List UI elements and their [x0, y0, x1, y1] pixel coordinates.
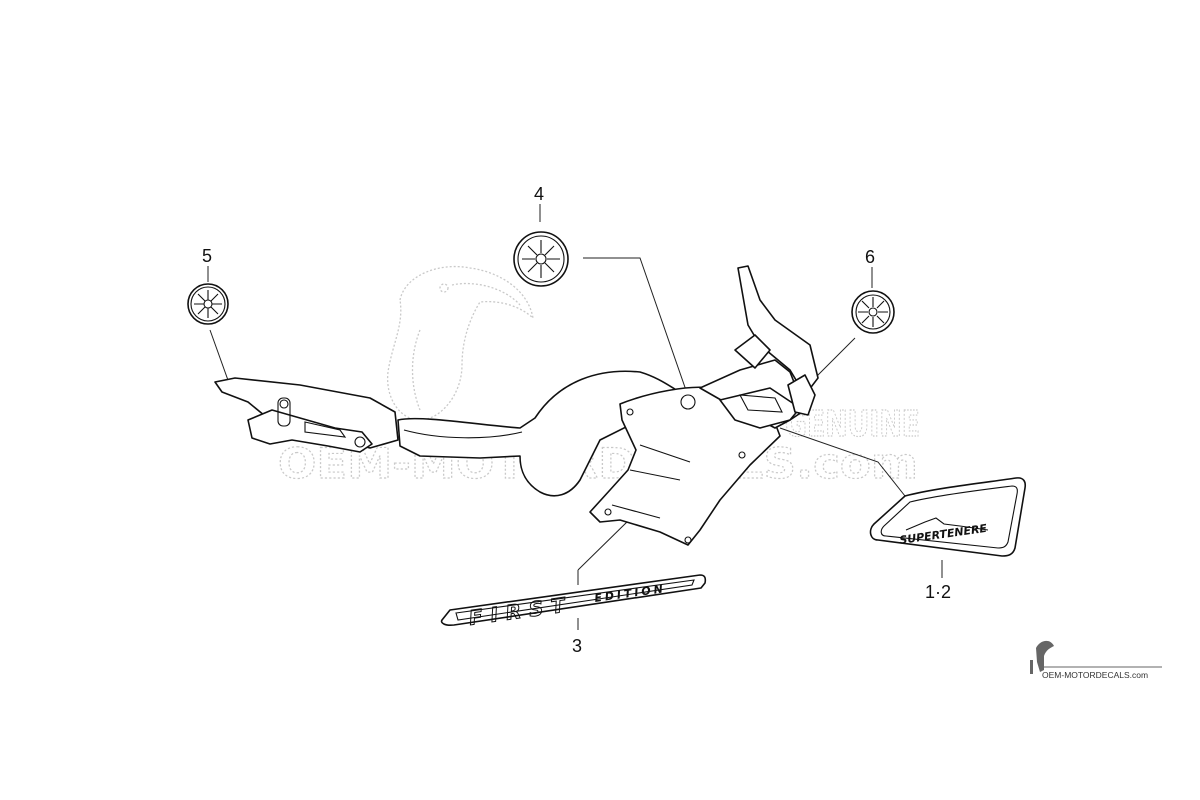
callout-5: 5 — [202, 246, 212, 266]
watermark-main-text: OEM-MOTORDECALS.com — [278, 439, 918, 488]
emblem-6[interactable] — [851, 290, 895, 334]
callout-3: 3 — [572, 636, 582, 656]
leader-6 — [812, 337, 856, 381]
watermark: OEM-MOTORDECALS.com GENUINE — [277, 265, 921, 489]
leader-1-2 — [779, 427, 906, 497]
callout-labels: 5 4 6 1·2 3 — [202, 184, 951, 656]
first-text: FIRST — [467, 592, 574, 630]
emblem-5[interactable] — [187, 283, 229, 325]
parrot-icon — [1030, 640, 1054, 674]
motorcycle-body-assembly — [214, 265, 819, 546]
footer-logo: OEM-MOTORDECALS.com — [1030, 640, 1162, 680]
decal-super-tenere[interactable]: SUPERTENERE — [869, 477, 1027, 557]
seat — [397, 370, 681, 497]
decal-first-edition[interactable]: FIRST EDITION — [440, 574, 707, 630]
footer-logo-text: OEM-MOTORDECALS.com — [1042, 670, 1148, 680]
headlight-cover — [787, 374, 816, 416]
watermark-bird-logo — [386, 265, 534, 421]
tuning-fork-icon — [522, 240, 560, 278]
emblem-4[interactable] — [513, 231, 569, 287]
callout-4: 4 — [534, 184, 544, 204]
mirror — [734, 334, 771, 369]
rear-grab-rail — [247, 409, 373, 453]
tuning-fork-icon — [194, 290, 222, 318]
tuning-fork-icon — [858, 297, 888, 327]
leader-4 — [583, 257, 689, 397]
leader-5 — [209, 329, 230, 384]
mountain-icon — [905, 517, 989, 531]
fairing-side-panel — [719, 387, 801, 429]
callout-6: 6 — [865, 247, 875, 267]
callout-1-2: 1·2 — [925, 582, 951, 602]
